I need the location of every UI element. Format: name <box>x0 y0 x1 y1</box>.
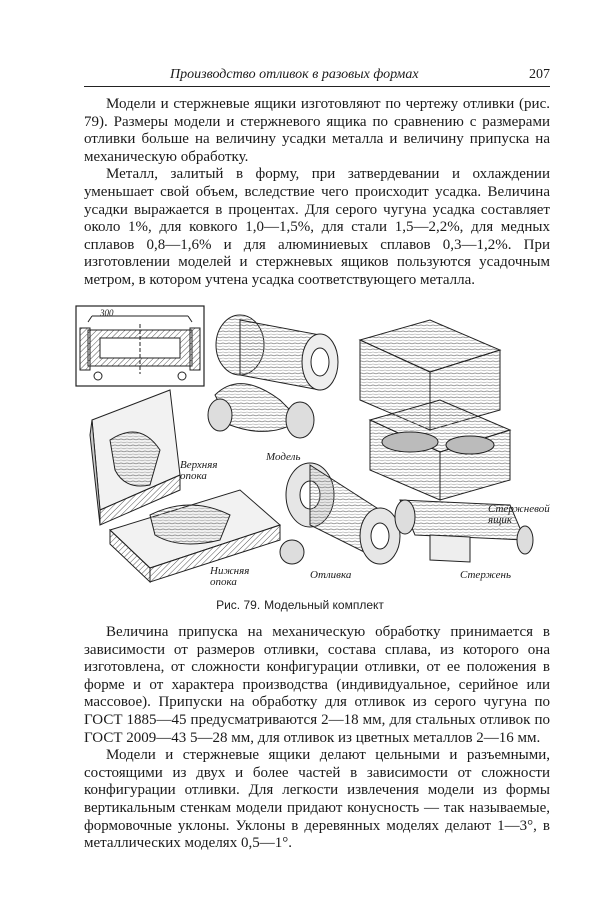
core-box-illustration <box>358 319 512 501</box>
core-illustration <box>394 499 534 563</box>
paragraph: Металл, залитый в форму, при затвердеван… <box>84 166 550 288</box>
text-block-top: Модели и стержневые ящики изготовляют по… <box>84 96 550 290</box>
flasks-illustration <box>89 389 281 584</box>
dimension-label: 300 <box>99 308 114 318</box>
figure-caption-text: Модельный комплект <box>264 598 384 612</box>
running-head: Производство отливок в разовых формах 20… <box>84 64 550 87</box>
label-model: Модель <box>266 451 301 463</box>
casting-drawing <box>75 305 205 387</box>
casting-illustration <box>279 462 401 565</box>
figure-pattern-set: 300 Модель Верхняя опока Нижняя опока От… <box>70 300 560 590</box>
paragraph: Модели и стержневые ящики делают цельным… <box>84 747 550 852</box>
label-lower-flask: Нижняя опока <box>210 565 250 588</box>
label-casting: Отливка <box>310 569 352 581</box>
label-core: Стержень <box>460 569 511 581</box>
figure-caption: Рис. 79.Модельный комплект <box>0 598 600 612</box>
text-block-bottom: Величина припуска на механическую обрабо… <box>84 624 550 853</box>
page-number: 207 <box>529 67 550 82</box>
label-core-box: Стержневой ящик <box>488 503 550 526</box>
paragraph: Величина припуска на механическую обрабо… <box>84 624 550 746</box>
pattern-set-illustration: 300 <box>75 305 534 584</box>
model-illustration <box>207 314 339 439</box>
label-upper-flask: Верхняя опока <box>180 459 218 482</box>
paragraph: Модели и стержневые ящики изготовляют по… <box>84 96 550 165</box>
figure-number: Рис. 79. <box>216 598 261 612</box>
running-title: Производство отливок в разовых формах <box>170 67 419 82</box>
